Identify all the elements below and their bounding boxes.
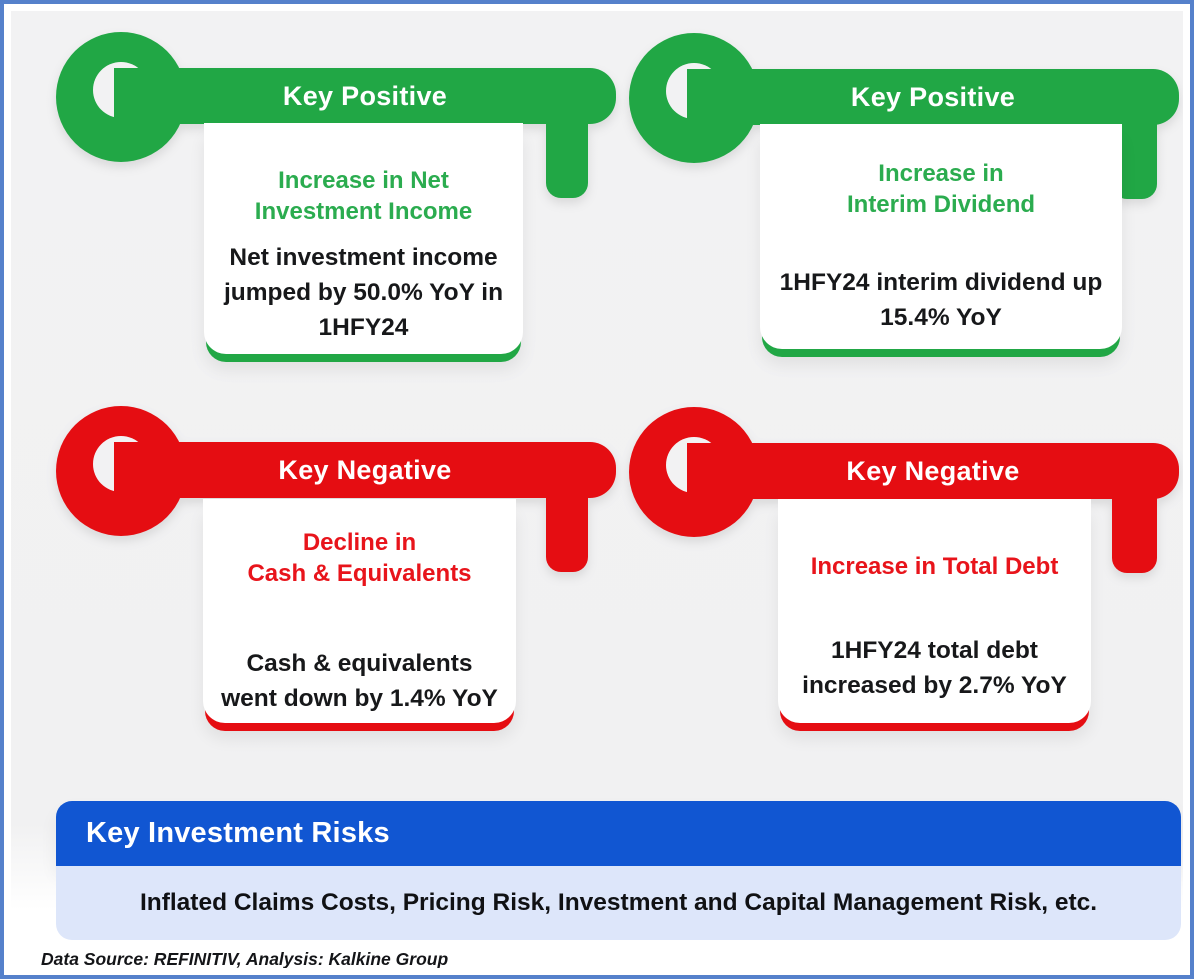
key-shaft: Key Positive	[114, 68, 616, 124]
key-graphic-positive-1: Key Positive	[56, 32, 616, 202]
key-graphic-positive-2: Key Positive	[629, 33, 1179, 203]
card-title: Decline in Cash & Equivalents	[247, 527, 471, 589]
key-sentiment-label: Key Positive	[282, 80, 448, 111]
key-sentiment-label: Key Negative	[846, 455, 1020, 486]
card-body-text: Net investment income jumped by 50.0% Yo…	[223, 244, 504, 341]
key-shaft: Key Negative	[114, 442, 616, 498]
card-title-line: Increase in Net	[278, 167, 449, 194]
card-net-investment-income: Increase in Net Investment Income Net in…	[204, 123, 523, 354]
card-body-text: 1HFY24 total debt increased by 2.7% YoY	[802, 637, 1067, 699]
infographic-canvas: Key Positive Key Positive Key Negative	[11, 11, 1183, 968]
key-graphic-negative-2: Key Negative	[629, 407, 1179, 577]
risks-heading: Key Investment Risks	[86, 817, 390, 849]
card-title-line: Interim Dividend	[846, 191, 1036, 219]
card-body-text: Cash & equivalents went down by 1.4% YoY	[221, 650, 498, 713]
card-title-line: Increase in Total Debt	[810, 553, 1059, 580]
card-cash-equivalents: Decline in Cash & Equivalents Cash & equ…	[203, 499, 516, 723]
card-title: Increase in Total Debt	[811, 551, 1059, 582]
key-investment-risks-box: Inflated Claims Costs, Pricing Risk, Inv…	[56, 866, 1181, 940]
data-source-note: Data Source: REFINITIV, Analysis: Kalkin…	[41, 949, 449, 968]
card-title-line: Increase in	[878, 160, 1004, 187]
card-title-line: Investment Income	[254, 198, 473, 226]
key-shaft: Key Negative	[687, 443, 1179, 499]
key-shaft: Key Positive	[687, 69, 1179, 125]
key-investment-risks-banner: Key Investment Risks	[56, 801, 1181, 866]
card-body-text: 1HFY24 interim dividend up 15.4% YoY	[779, 269, 1103, 332]
card-title-line: Cash & Equivalents	[247, 560, 472, 588]
key-sentiment-label: Key Positive	[850, 81, 1016, 112]
risks-text: Inflated Claims Costs, Pricing Risk, Inv…	[139, 889, 1098, 916]
card-total-debt: Increase in Total Debt 1HFY24 total debt…	[778, 499, 1091, 723]
card-interim-dividend: Increase in Interim Dividend 1HFY24 inte…	[760, 124, 1122, 349]
key-sentiment-label: Key Negative	[278, 454, 452, 485]
card-title: Increase in Net Investment Income	[255, 165, 472, 227]
key-graphic-negative-1: Key Negative	[56, 406, 616, 576]
card-title-line: Decline in	[302, 529, 417, 556]
card-title: Increase in Interim Dividend	[847, 158, 1035, 220]
